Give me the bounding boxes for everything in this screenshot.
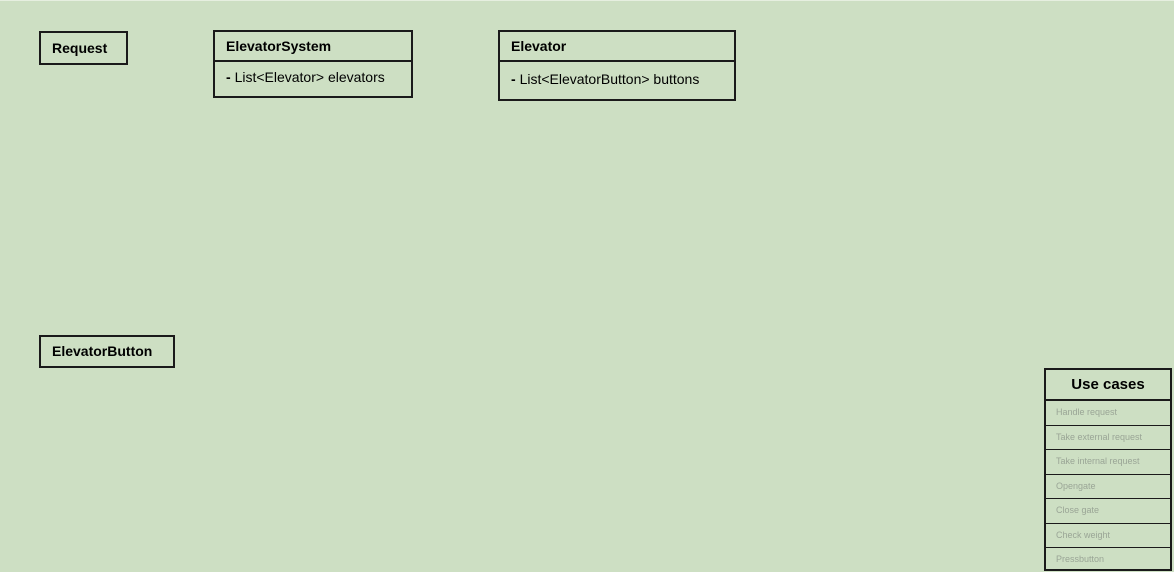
use-case-item[interactable]: Take internal request <box>1046 450 1170 475</box>
class-request[interactable]: Request <box>39 31 128 65</box>
use-case-item[interactable]: Close gate <box>1046 499 1170 524</box>
class-elevator-system[interactable]: ElevatorSystem - List<Elevator> elevator… <box>213 30 413 98</box>
attribute-visibility: - <box>511 71 516 87</box>
use-case-item[interactable]: Handle request <box>1046 401 1170 426</box>
class-name: Elevator <box>511 38 567 54</box>
attribute-visibility: - <box>226 69 231 85</box>
class-attribute: - List<Elevator> elevators <box>215 60 411 93</box>
use-case-item[interactable]: Pressbutton <box>1056 554 1105 564</box>
class-name: ElevatorSystem <box>226 38 332 54</box>
use-case-item[interactable]: Take external request <box>1046 426 1170 450</box>
attribute-text: List<Elevator> elevators <box>234 69 385 85</box>
class-name: Request <box>52 40 108 56</box>
use-cases-table: Use cases Handle request Take external r… <box>1044 368 1172 571</box>
class-attribute: - List<ElevatorButton> buttons <box>500 60 734 96</box>
class-name: ElevatorButton <box>52 343 153 359</box>
use-cases-list: Handle request Take external request Tak… <box>1046 401 1170 572</box>
class-elevator-button[interactable]: ElevatorButton <box>39 335 175 368</box>
class-elevator[interactable]: Elevator - List<ElevatorButton> buttons <box>498 30 736 101</box>
use-case-item[interactable]: Opengate <box>1046 475 1170 499</box>
use-case-item[interactable]: Check weight <box>1046 524 1170 548</box>
attribute-text: List<ElevatorButton> buttons <box>519 71 700 87</box>
use-cases-title: Use cases <box>1046 370 1170 401</box>
